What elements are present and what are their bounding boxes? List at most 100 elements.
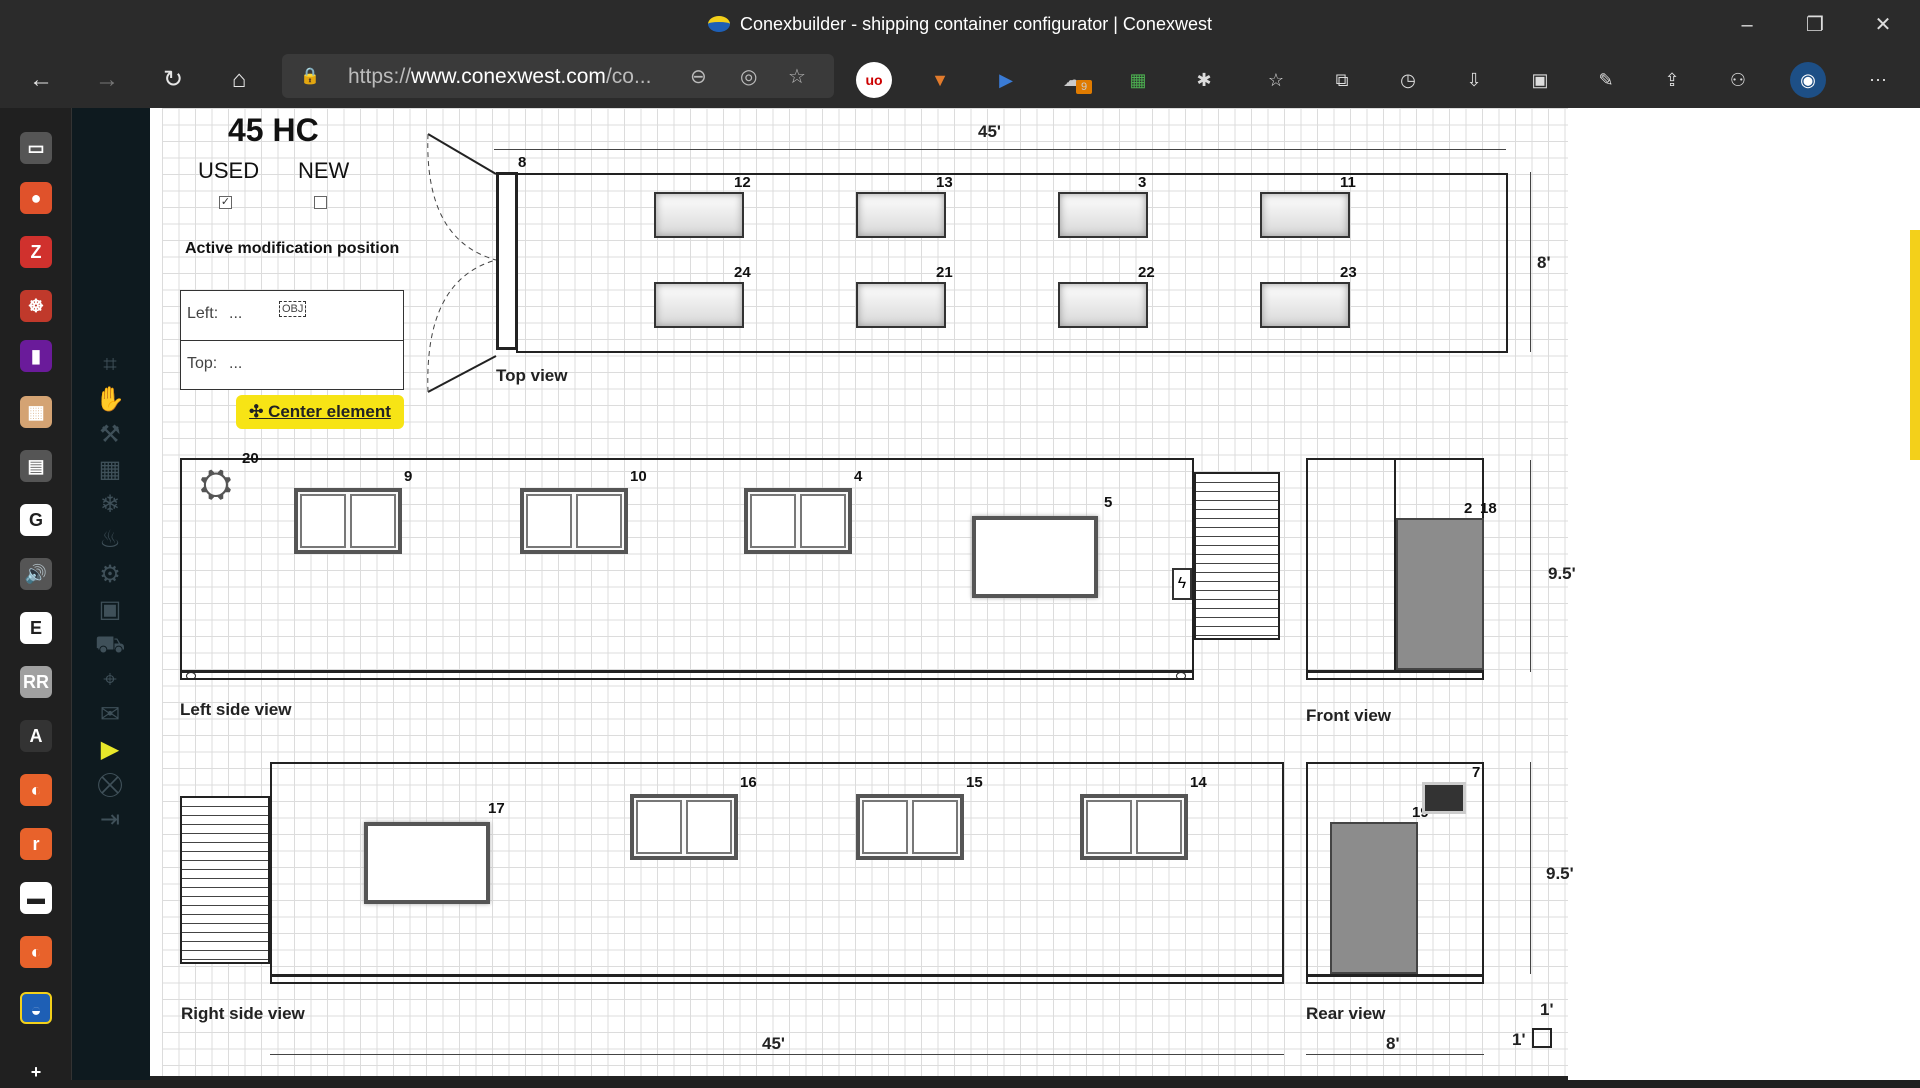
app-icon-r[interactable]: r — [20, 828, 52, 860]
tabs-icon[interactable]: ▭ — [20, 132, 52, 164]
center-element-button[interactable]: ✣ Center element — [236, 395, 404, 429]
google-icon[interactable]: G — [20, 504, 52, 536]
reload-icon[interactable]: ↻ — [162, 66, 184, 93]
collections-icon[interactable]: ⧉ — [1335, 70, 1349, 90]
skylight[interactable] — [1058, 282, 1148, 328]
web-capture-icon[interactable]: ✎ — [1598, 70, 1614, 90]
math-solver-icon[interactable]: ▣ — [1531, 70, 1549, 90]
right-big-window[interactable] — [364, 822, 490, 904]
snowflake-icon[interactable]: ❄ — [99, 491, 121, 518]
tracking-icon[interactable]: ◎ — [740, 66, 758, 88]
app-icon-1[interactable]: ● — [20, 182, 52, 214]
left-side-base — [180, 670, 1194, 673]
download-icon[interactable]: ⇩ — [1466, 70, 1482, 90]
app-icon-3[interactable]: ☸ — [20, 290, 52, 322]
back-icon[interactable]: ← — [29, 66, 53, 93]
window[interactable] — [520, 488, 628, 554]
electric-panel-icon[interactable]: ϟ — [1172, 568, 1192, 600]
exit-icon[interactable]: ⇥ — [99, 806, 121, 833]
close-button[interactable]: ✕ — [1874, 14, 1892, 36]
top-view-door[interactable] — [496, 172, 518, 350]
left-big-window[interactable] — [972, 516, 1098, 598]
window-pane — [912, 800, 958, 854]
grid-icon[interactable]: ▦ — [98, 456, 122, 483]
skylight[interactable] — [1058, 192, 1148, 238]
envelope-icon[interactable]: ✉ — [99, 701, 121, 728]
heater-icon[interactable]: ♨ — [99, 526, 121, 553]
cart-icon[interactable]: ⛒ — [97, 771, 123, 798]
center-cross-icon: ✣ — [249, 402, 269, 421]
favorite-add-icon[interactable]: ☆ — [788, 66, 806, 88]
window[interactable] — [744, 488, 852, 554]
ublock-icon[interactable]: uo — [856, 62, 892, 98]
skylight[interactable] — [856, 192, 946, 238]
map-icon[interactable]: ⌖ — [103, 666, 117, 693]
extension-badge-icon[interactable]: ☁9 — [1054, 62, 1092, 98]
front-view-divider — [1394, 458, 1396, 672]
window[interactable] — [856, 794, 964, 860]
crop-icon[interactable]: ⌗ — [103, 351, 117, 378]
hammer-icon[interactable]: ⚒ — [99, 421, 121, 448]
app-icon-a[interactable]: A — [20, 720, 52, 752]
gears-icon[interactable]: ⚙ — [99, 561, 121, 588]
address-bar[interactable]: 🔒 https://www.conexwest.com/co... ⊖ ◎ ☆ — [282, 54, 834, 98]
history-icon[interactable]: ◷ — [1400, 70, 1416, 90]
used-checkbox[interactable]: ✓ — [219, 196, 232, 209]
app-icon-14[interactable]: ◐ — [20, 936, 52, 968]
forward-icon[interactable]: → — [95, 66, 119, 93]
google-maps-icon[interactable]: ▦ — [1129, 70, 1147, 90]
add-icon[interactable]: + — [20, 1056, 52, 1088]
restore-button[interactable]: ❐ — [1806, 14, 1824, 36]
minimize-button[interactable]: – — [1741, 14, 1753, 36]
handshake-icon[interactable]: ✋ — [95, 386, 125, 413]
side-height-dim: 9.5' — [1548, 564, 1576, 583]
ac-unit-icon[interactable]: ⛭ — [200, 462, 232, 506]
zoom-icon[interactable]: ⊖ — [690, 66, 707, 88]
rear-vent[interactable] — [1422, 782, 1466, 814]
window[interactable] — [630, 794, 738, 860]
app-icon-13[interactable]: ▬ — [20, 882, 52, 914]
app-icon-4[interactable]: ▮ — [20, 340, 52, 372]
speaker-icon[interactable]: 🔊 — [20, 558, 52, 590]
extensions-icon[interactable]: ✱ — [1196, 70, 1212, 90]
marker-skylight: 24 — [734, 264, 751, 281]
skylight[interactable] — [1260, 282, 1350, 328]
skylight[interactable] — [654, 282, 744, 328]
truck-icon[interactable]: ⛟ — [95, 631, 126, 658]
feedback-icon[interactable]: ⚇ — [1729, 70, 1747, 90]
front-door[interactable] — [1396, 518, 1484, 670]
skylight[interactable] — [1260, 192, 1350, 238]
rear-door[interactable] — [1330, 822, 1418, 974]
extension-flag-icon[interactable]: ▶ — [999, 70, 1013, 90]
top-value[interactable]: ... — [229, 355, 243, 372]
conexbuilder-icon[interactable]: ◒ — [20, 992, 52, 1024]
play-icon[interactable]: ▶ — [100, 736, 120, 763]
app-icon-6[interactable]: ▤ — [20, 450, 52, 482]
home-icon[interactable]: ⌂ — [231, 66, 247, 93]
side-height-dim-line — [1530, 460, 1531, 672]
window-pane — [576, 494, 622, 548]
app-icon-z[interactable]: Z — [20, 236, 52, 268]
app-icon-rr[interactable]: RR — [20, 666, 52, 698]
window[interactable] — [294, 488, 402, 554]
new-checkbox[interactable] — [314, 196, 327, 209]
left-value[interactable]: ... — [229, 305, 243, 322]
profile-avatar[interactable]: ◉ — [1790, 62, 1826, 98]
more-menu-icon[interactable]: ⋯ — [1869, 70, 1887, 90]
share-icon[interactable]: ⇪ — [1664, 70, 1680, 90]
app-icon-11[interactable]: ◐ — [20, 774, 52, 806]
favorites-icon[interactable]: ☆ — [1267, 70, 1285, 90]
image-icon[interactable]: ▣ — [98, 596, 122, 623]
marker-rear-vent: 7 — [1472, 764, 1481, 781]
skylight[interactable] — [856, 282, 946, 328]
metamask-icon[interactable]: ▼ — [931, 70, 949, 90]
skylight[interactable] — [654, 192, 744, 238]
app-icon-e[interactable]: E — [20, 612, 52, 644]
top-width-dim-line — [1530, 172, 1531, 352]
right-view-label: Right side view — [181, 1004, 305, 1023]
window[interactable] — [1080, 794, 1188, 860]
marker-window: 15 — [966, 774, 983, 791]
scrollbar-thumb[interactable] — [1910, 230, 1920, 460]
url-text[interactable]: https://www.conexwest.com/co... — [348, 65, 651, 89]
app-icon-5[interactable]: ▦ — [20, 396, 52, 428]
